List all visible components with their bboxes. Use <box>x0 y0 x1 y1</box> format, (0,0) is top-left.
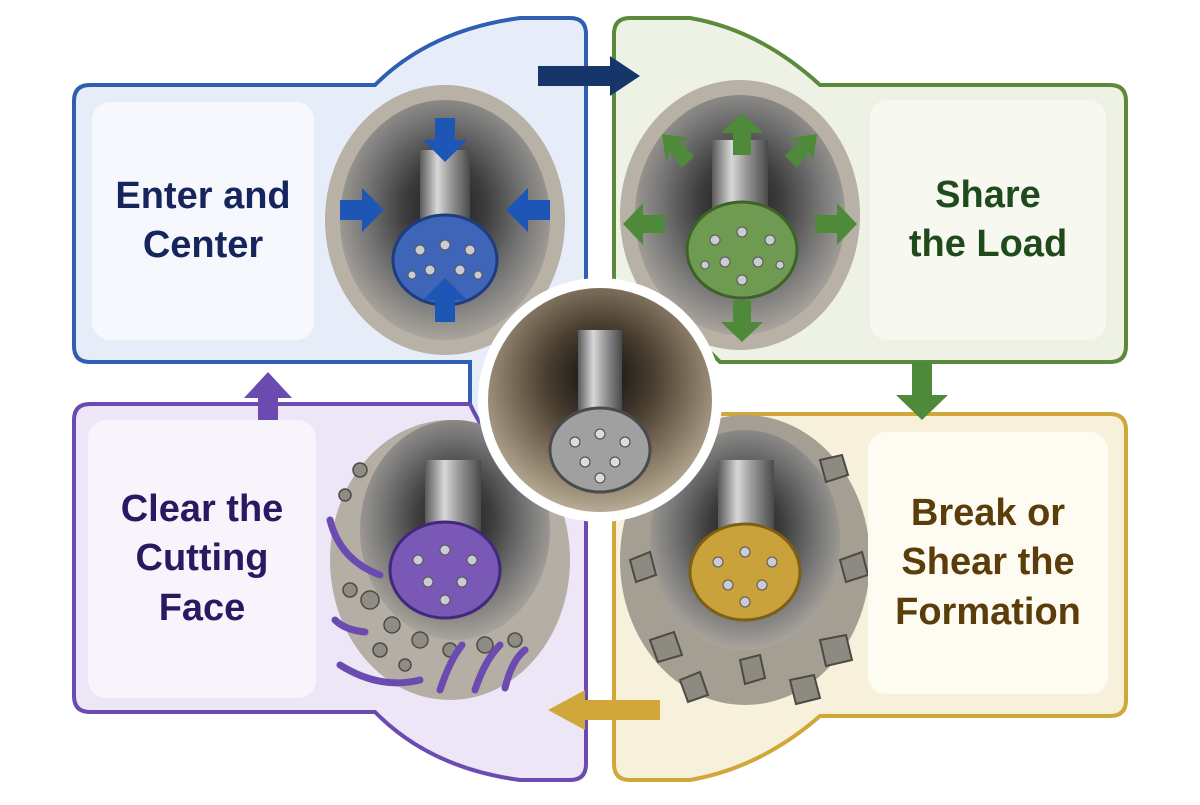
arrow-clear-to-enter <box>244 372 292 420</box>
step-label-enter-and-center: Enter and Center <box>92 102 314 340</box>
drill-bit-icon <box>569 428 631 484</box>
step-label-line: Shear the <box>901 541 1075 584</box>
center-drill-bit <box>478 278 722 522</box>
swirl-flow-arrows-icon <box>326 516 529 694</box>
outward-arrows-icon <box>623 113 857 342</box>
arrow-enter-to-share <box>538 56 640 96</box>
illustration-enter-and-center <box>325 85 565 355</box>
step-label-line: Enter and <box>115 174 291 217</box>
step-label-line: Clear the <box>120 487 284 530</box>
step-label-line: Center <box>142 224 264 266</box>
step-label-break-or-shear: Break or Shear the Formation <box>868 432 1108 694</box>
arrow-share-to-break <box>896 362 948 420</box>
step-label-line: Break or <box>910 491 1066 534</box>
step-label-line: Share <box>935 173 1041 216</box>
step-label-clear-cutting-face: Clear the Cutting Face <box>88 420 316 698</box>
inward-arrows-icon <box>340 118 550 322</box>
arrow-break-to-clear <box>548 690 660 730</box>
step-label-line: Formation <box>895 590 1081 633</box>
step-label-line: the Load <box>908 223 1068 265</box>
step-label-line: Cutting Face <box>135 537 269 629</box>
rock-pile-icon <box>338 462 523 672</box>
rock-fragments-icon <box>628 453 870 706</box>
step-label-share-the-load: Share the Load <box>870 100 1106 340</box>
